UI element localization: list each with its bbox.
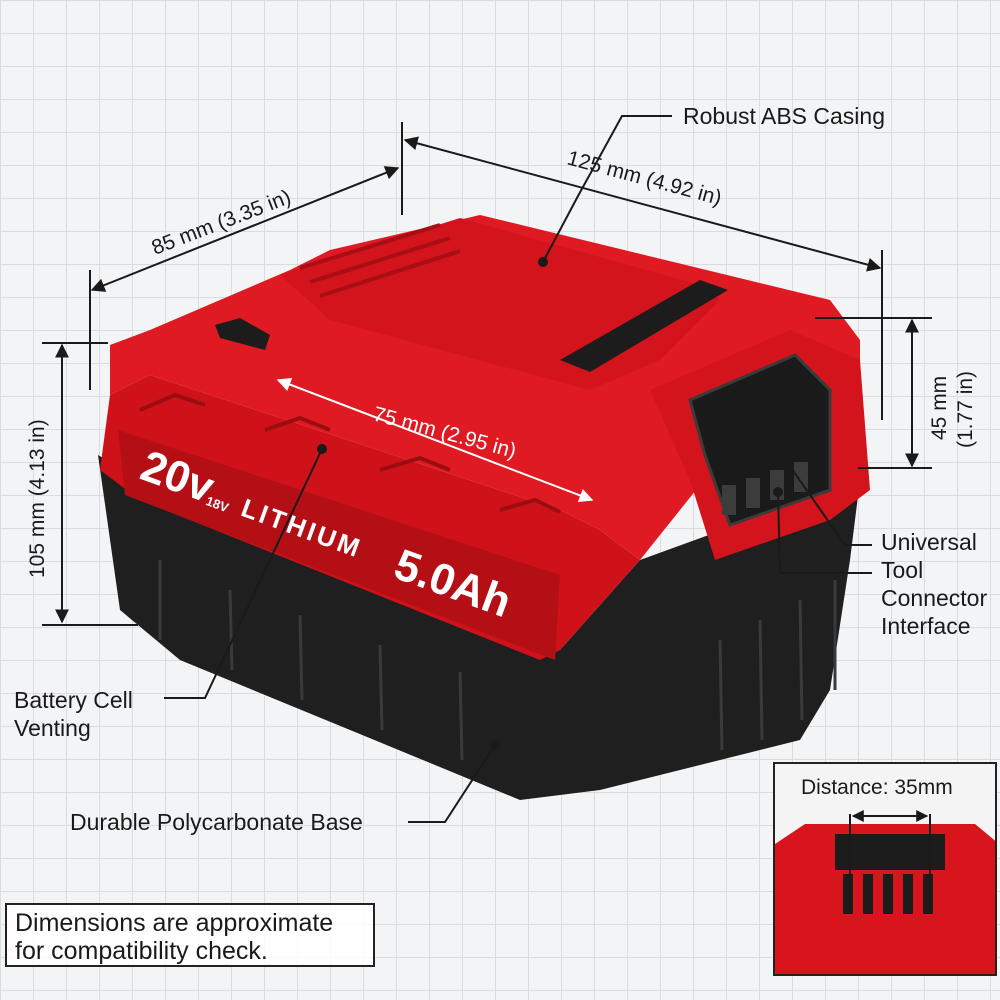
connector-callout: Universal Tool Connector Interface bbox=[881, 529, 988, 639]
compatibility-note: Dimensions are approximate for compatibi… bbox=[5, 903, 375, 967]
terminal-distance-inset: Distance: 35mm bbox=[773, 762, 997, 976]
inset-connector-slot bbox=[835, 834, 945, 870]
side-button bbox=[215, 318, 270, 350]
base-ribs bbox=[158, 560, 837, 761]
leader-dots bbox=[317, 257, 783, 750]
release-latch bbox=[560, 280, 728, 372]
compatibility-note-text: Dimensions are approximate for compatibi… bbox=[15, 909, 334, 965]
connector-height-in-label: (1.77 in) bbox=[954, 371, 977, 448]
distance-label: Distance: 35mm bbox=[801, 776, 953, 799]
height-dimension-label: 105 mm (4.13 in) bbox=[26, 419, 49, 578]
base-callout: Durable Polycarbonate Base bbox=[70, 809, 363, 835]
casing-callout: Robust ABS Casing bbox=[683, 103, 886, 129]
inset-distance-line bbox=[849, 810, 931, 914]
connector-terminals bbox=[722, 462, 808, 515]
top-width-dimension bbox=[276, 377, 594, 503]
inset-terminal-graphic bbox=[775, 810, 995, 974]
width-dimension-label: 85 mm (3.35 in) bbox=[149, 185, 295, 259]
venting-callout: Battery Cell Venting bbox=[14, 687, 133, 741]
inset-terminals bbox=[843, 874, 933, 914]
dimension-lines bbox=[42, 122, 932, 626]
connector-height-mm-label: 45 mm bbox=[928, 376, 951, 440]
